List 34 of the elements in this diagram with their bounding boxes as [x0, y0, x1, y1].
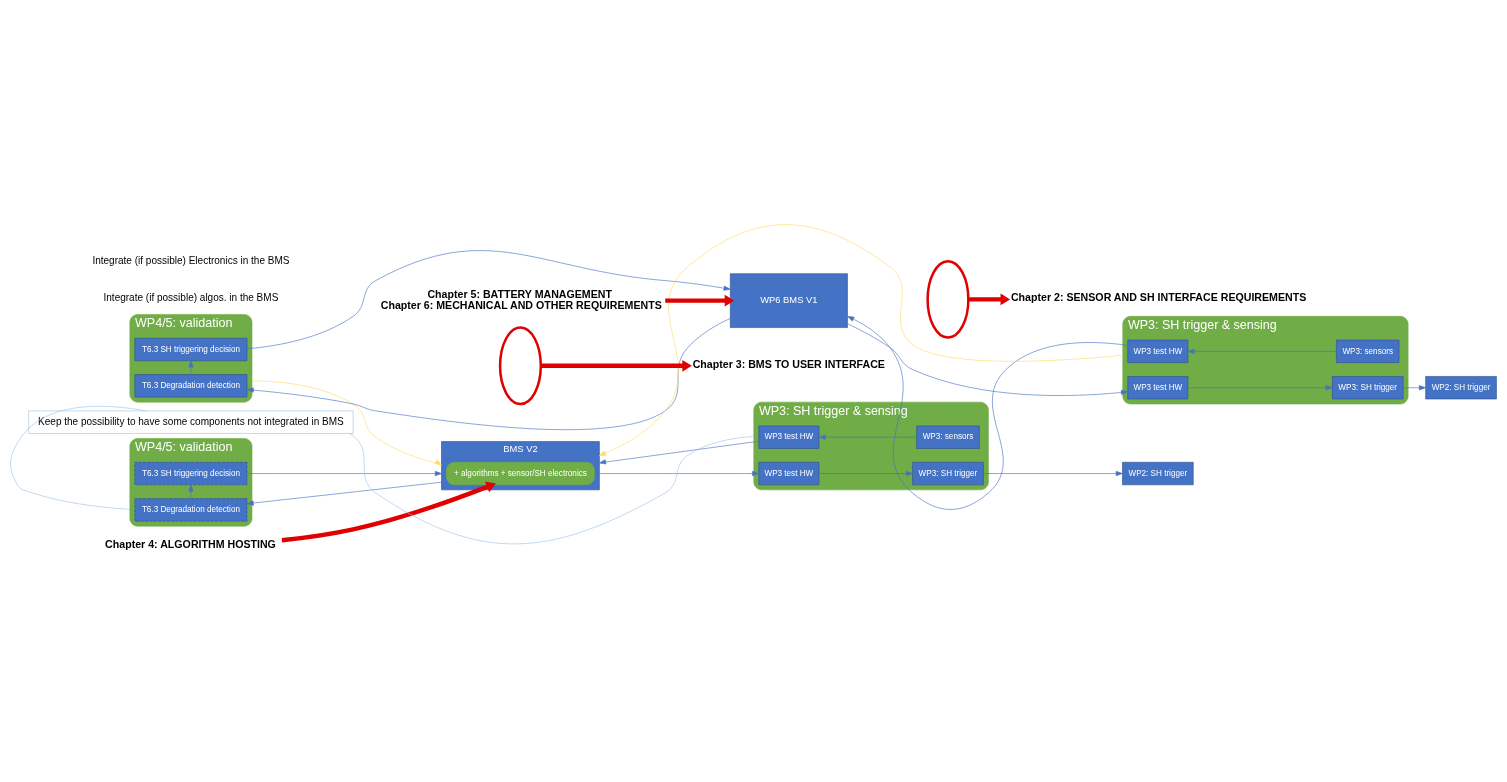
arrow [188, 360, 194, 375]
arrow [818, 434, 917, 440]
node-box: Keep the possibility to have some components not integrated in BMS [28, 410, 354, 434]
label: Integrate (if possible) Electronics in the BMS [92, 255, 290, 267]
node-text: Chapter 2: SENSOR AND SH INTERFACE REQUIREMENTS [1010, 291, 1307, 304]
arrow [246, 471, 442, 477]
arrow [599, 471, 760, 477]
arrow [847, 323, 1128, 396]
arrow [1187, 348, 1337, 354]
arrow [968, 293, 1011, 306]
arrow [1402, 385, 1426, 391]
arrow [246, 481, 442, 506]
arrow [983, 471, 1123, 477]
arrow [281, 481, 496, 543]
arrow [540, 359, 692, 372]
node-ellipse [926, 259, 970, 339]
node-text: Chapter 3: BMS TO USER INTERFACE [692, 357, 885, 370]
label: Integrate (if possible) algos. in the BMS [103, 291, 279, 303]
node-text: Chapter 5: BATTERY MANAGEMENT Chapter 6: MECHANICAL AND OTHER REQUIREMENTS [380, 287, 662, 311]
arrow [599, 224, 1124, 456]
connector [10, 405, 147, 510]
arrow [599, 440, 760, 465]
node-text: Chapter 4: ALGORITHM HOSTING [105, 538, 276, 551]
arrow [1187, 385, 1333, 391]
arrow [818, 471, 913, 477]
arrow [251, 380, 442, 466]
arrow [246, 250, 731, 350]
arrow [847, 316, 1129, 510]
arrow [246, 318, 731, 430]
connector [349, 433, 755, 545]
arrow [665, 294, 735, 307]
node-box: WP6 BMS V1 [730, 273, 848, 328]
node-ellipse [498, 326, 543, 406]
arrow [188, 484, 194, 499]
